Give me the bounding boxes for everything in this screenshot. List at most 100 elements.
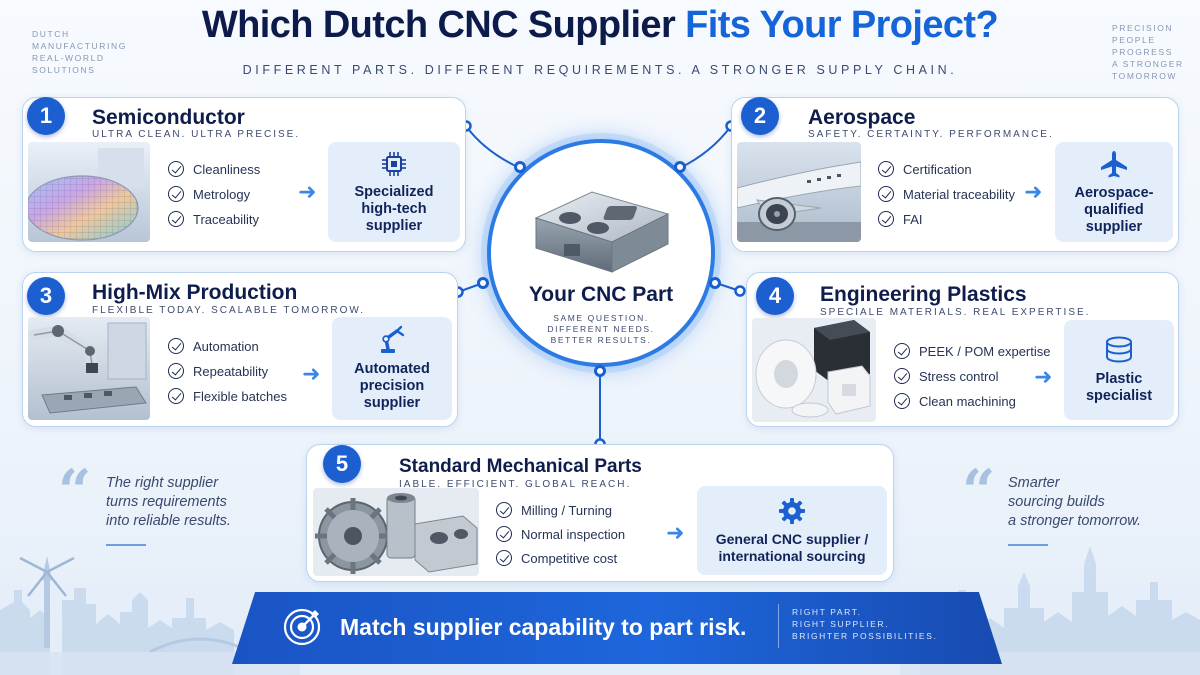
note-line: REAL-WORLD	[32, 53, 105, 63]
outcome-label: Specialized high-tech supplier	[354, 183, 434, 234]
banner-text: Match supplier capability to part risk.	[340, 614, 747, 640]
card-number-badge: 4	[756, 277, 794, 315]
outcome-box: General CNC supplier / international sou…	[697, 486, 887, 575]
feature-item: Certification	[878, 161, 1015, 177]
feature-label: Milling / Turning	[521, 502, 613, 518]
hub-dot	[477, 277, 489, 289]
check-icon	[894, 343, 910, 359]
feature-label: Normal inspection	[521, 526, 626, 542]
card-subtitle: SPECIALE MATERIALS. REAL EXPERTISE.	[820, 307, 1091, 318]
card-title: Aerospace	[808, 106, 916, 129]
wafer-photo	[28, 142, 150, 242]
plastic-parts-photo	[752, 318, 876, 422]
note-line: DUTCH	[32, 29, 70, 39]
feature-item: Automation	[168, 338, 287, 354]
card-title: Engineering Plastics	[820, 283, 1027, 306]
card-number-badge: 3	[27, 277, 65, 315]
check-icon	[168, 388, 184, 404]
note-line: PEOPLE	[1112, 35, 1156, 45]
check-icon	[894, 368, 910, 384]
hub-dot	[709, 277, 721, 289]
feature-label: Certification	[903, 161, 972, 177]
check-icon	[878, 211, 894, 227]
feature-item: Traceability	[168, 211, 260, 227]
feature-label: Competitive cost	[521, 550, 618, 566]
feature-list: Cleanliness Metrology Traceability	[168, 161, 260, 227]
check-icon	[168, 161, 184, 177]
quote-line-text: a stronger tomorrow.	[1008, 513, 1141, 529]
card-number-badge: 1	[27, 97, 65, 135]
quote-line-text: sourcing builds	[1008, 494, 1105, 510]
quote-line-text: turns requirements	[106, 494, 227, 510]
feature-label: Cleanliness	[193, 161, 261, 177]
outcome-box: Automated precision supplier	[332, 317, 452, 420]
node-dot	[734, 285, 746, 297]
connector-card-1	[465, 125, 521, 169]
feature-list: Certification Material traceability FAI	[878, 161, 1015, 227]
check-icon	[878, 161, 894, 177]
feature-item: Competitive cost	[496, 550, 625, 566]
feature-list: Automation Repeatability Flexible batche…	[168, 338, 287, 404]
quote-underline	[1008, 544, 1048, 546]
feature-item: FAI	[878, 211, 1015, 227]
check-icon	[168, 211, 184, 227]
chip-icon	[382, 151, 406, 176]
center-subtitle-line: SAME QUESTION.	[553, 313, 649, 323]
quote-left: The right supplier turns requirements in…	[106, 474, 231, 531]
feature-item: Material traceability	[878, 186, 1015, 202]
card-subtitle: SAFETY. CERTAINTY. PERFORMANCE.	[808, 129, 1054, 140]
banner-side-line: RIGHT SUPPLIER.	[792, 619, 890, 629]
mechanical-parts-photo	[313, 488, 479, 576]
check-icon	[496, 526, 512, 542]
hub-dot	[594, 365, 606, 377]
note-line: TOMORROW	[1112, 71, 1178, 81]
arrow-right-icon: ➜	[1034, 364, 1053, 389]
page-subtitle: DIFFERENT PARTS. DIFFERENT REQUIREMENTS.…	[242, 63, 958, 77]
feature-list: Milling / Turning Normal inspection Comp…	[496, 502, 625, 566]
material-stack-icon	[1106, 336, 1132, 363]
airplane-photo	[737, 142, 861, 242]
banner-side-line: RIGHT PART.	[792, 607, 862, 617]
quote-line-text: The right supplier	[106, 475, 219, 491]
target-icon	[283, 608, 321, 646]
outcome-label: Aerospace- qualified supplier	[1074, 184, 1154, 235]
bottom-banner	[232, 592, 1002, 664]
note-line: A STRONGER	[1112, 59, 1184, 69]
feature-label: Automation	[193, 338, 259, 354]
banner-side-line: BRIGHTER POSSIBILITIES.	[792, 631, 938, 641]
quote-line-text: into reliable results.	[106, 513, 231, 529]
airplane-icon	[1101, 150, 1127, 177]
center-subtitle-line: DIFFERENT NEEDS.	[547, 324, 655, 334]
feature-label: Clean machining	[919, 393, 1016, 409]
card-number-badge: 2	[741, 97, 779, 135]
header-right-note: PRECISION PEOPLE PROGRESS A STRONGER TOM…	[1112, 22, 1184, 82]
check-icon	[496, 502, 512, 518]
quote-line-text: Smarter	[1008, 475, 1060, 491]
check-icon	[894, 393, 910, 409]
robot-arm-icon	[381, 325, 405, 353]
outcome-box: Aerospace- qualified supplier	[1055, 142, 1173, 242]
check-icon	[496, 550, 512, 566]
feature-list: PEEK / POM expertise Stress control Clea…	[894, 343, 1051, 409]
gear-icon	[779, 497, 805, 524]
card-subtitle: ULTRA CLEAN. ULTRA PRECISE.	[92, 129, 301, 140]
center-title: Your CNC Part	[528, 283, 674, 306]
quote-underline	[106, 544, 146, 546]
card-subtitle: FLEXIBLE TODAY. SCALABLE TOMORROW.	[92, 305, 366, 316]
title-part-highlight: Fits Your Project?	[685, 4, 999, 46]
outcome-label: Automated precision supplier	[354, 361, 430, 411]
outcome-box: Plastic specialist	[1064, 320, 1174, 420]
feature-item: PEEK / POM expertise	[894, 343, 1051, 359]
feature-label: PEEK / POM expertise	[919, 343, 1051, 359]
banner-side-note: RIGHT PART. RIGHT SUPPLIER. BRIGHTER POS…	[792, 606, 937, 642]
feature-label: Stress control	[919, 368, 999, 384]
feature-item: Milling / Turning	[496, 502, 625, 518]
robot-cell-photo	[28, 317, 150, 420]
feature-label: FAI	[903, 211, 923, 227]
card-subtitle: IABLE. EFFICIENT. GLOBAL REACH.	[399, 479, 632, 490]
note-line: PROGRESS	[1112, 47, 1173, 57]
arrow-right-icon: ➜	[1024, 179, 1043, 204]
note-line: SOLUTIONS	[32, 65, 96, 75]
connector-card-2	[679, 125, 732, 169]
feature-item: Stress control	[894, 368, 1051, 384]
